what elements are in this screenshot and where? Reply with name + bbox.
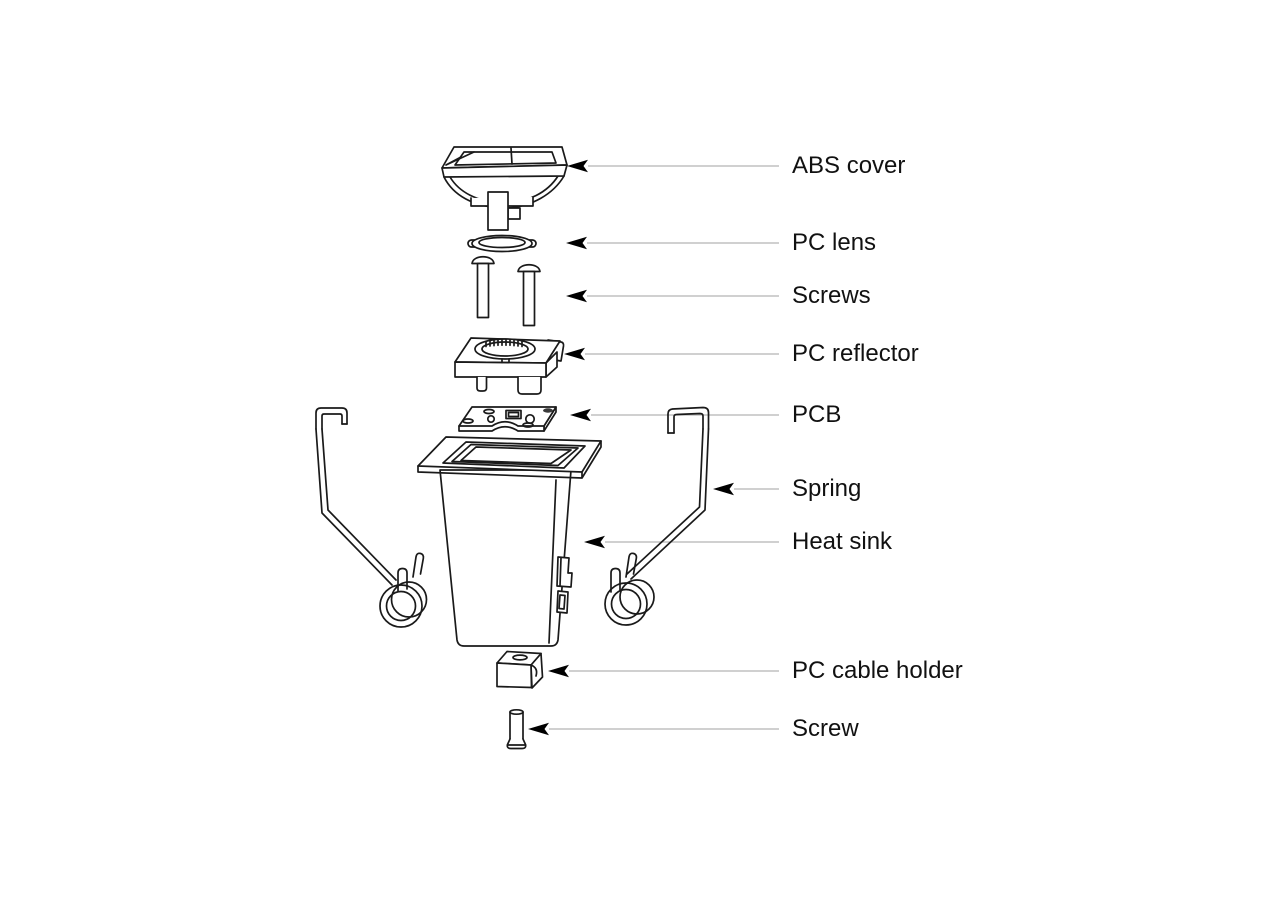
leader-pc-lens	[566, 236, 779, 250]
arrow-left-icon	[566, 289, 587, 303]
part-label-pc-reflector: PC reflector	[792, 340, 919, 367]
part-label-pcb: PCB	[792, 401, 842, 428]
arrow-left-icon	[570, 408, 591, 422]
leader-abs-cover	[567, 159, 779, 173]
leader-screw	[528, 722, 779, 736]
leader-pc-reflector	[564, 347, 779, 361]
part-label-pc-lens: PC lens	[792, 229, 877, 256]
part-label-heat-sink: Heat sink	[792, 528, 893, 555]
pc-lens-drawing	[467, 234, 537, 253]
arrow-left-icon	[528, 722, 549, 736]
part-label-pc-cable-holder: PC cable holder	[792, 657, 963, 684]
pc-reflector-drawing	[454, 337, 565, 395]
leader-heat-sink	[584, 535, 779, 549]
leader-pcb	[570, 408, 779, 422]
arrow-left-icon	[567, 159, 588, 173]
pcb-drawing	[458, 406, 557, 432]
leader-spring	[713, 482, 779, 496]
screw-bottom-drawing	[506, 708, 527, 750]
heat-sink-drawing	[417, 436, 602, 647]
arrow-left-icon	[713, 482, 734, 496]
leader-pc-cable-holder	[548, 664, 779, 678]
pc-cable-holder-drawing	[496, 650, 544, 689]
part-label-screws: Screws	[792, 282, 871, 309]
screws-drawing	[471, 255, 541, 327]
arrow-left-icon	[564, 347, 585, 361]
arrow-left-icon	[566, 236, 587, 250]
part-label-screw: Screw	[792, 715, 859, 742]
abs-cover-drawing	[441, 146, 568, 231]
part-label-abs-cover: ABS cover	[792, 152, 906, 179]
arrow-left-icon	[548, 664, 569, 678]
spring-left-drawing	[315, 407, 428, 628]
part-label-spring: Spring	[792, 475, 862, 502]
leader-screws	[566, 289, 779, 303]
spring-right-drawing	[604, 406, 710, 626]
arrow-left-icon	[584, 535, 605, 549]
